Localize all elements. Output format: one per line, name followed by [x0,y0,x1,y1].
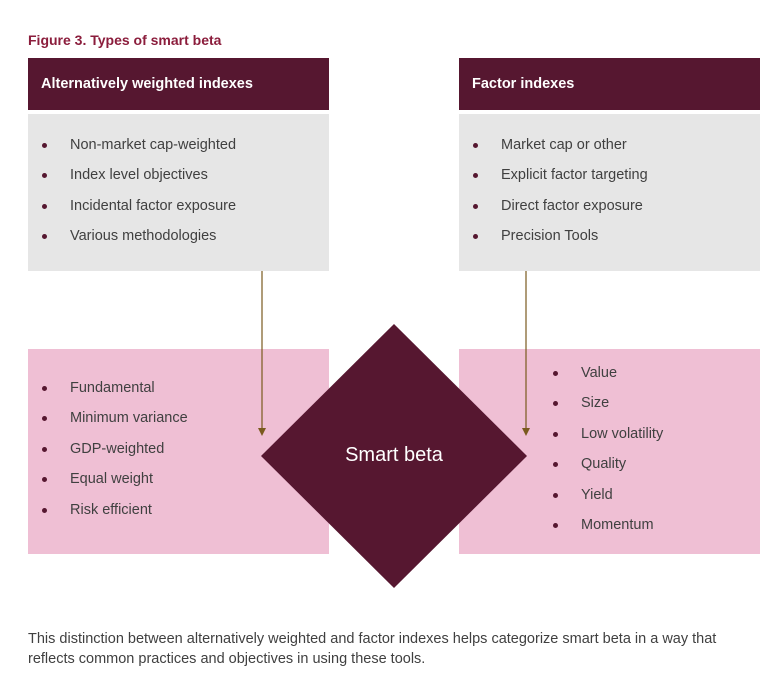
smart-beta-diamond [261,324,527,588]
list-item: Precision Tools [473,221,648,251]
alternatively-weighted-header: Alternatively weighted indexes [28,58,329,110]
list-item: Explicit factor targeting [473,160,648,190]
list-item: Various methodologies [42,221,236,251]
list-item: Incidental factor exposure [42,191,236,221]
list-item: Non-market cap-weighted [42,130,236,160]
list-item: Market cap or other [473,130,648,160]
list-item: Quality [553,449,663,479]
alternatively-weighted-examples-box: Fundamental Minimum variance GDP-weighte… [28,349,329,554]
list-item: GDP-weighted [42,434,188,464]
factor-indexes-traits-box: Market cap or other Explicit factor targ… [459,114,760,271]
list-item: Momentum [553,510,663,540]
list-item: Size [553,388,663,418]
alternatively-weighted-traits-box: Non-market cap-weighted Index level obje… [28,114,329,271]
figure-title: Figure 3. Types of smart beta [28,32,222,48]
list-item: Value [553,358,663,388]
list-item: Risk efficient [42,495,188,525]
smart-beta-label: Smart beta [345,444,443,466]
caption: This distinction between alternatively w… [28,631,717,667]
list-item: Yield [553,480,663,510]
list-item: Fundamental [42,373,188,403]
factor-indexes-header-label: Factor indexes [472,76,575,92]
alternatively-weighted-traits-list: Non-market cap-weighted Index level obje… [42,130,236,252]
alternatively-weighted-examples-list: Fundamental Minimum variance GDP-weighte… [42,373,188,525]
alternatively-weighted-header-label: Alternatively weighted indexes [41,76,253,92]
list-item: Low volatility [553,419,663,449]
list-item: Index level objectives [42,160,236,190]
list-item: Equal weight [42,464,188,494]
factor-indexes-examples-list: Value Size Low volatility Quality Yield … [553,358,663,540]
factor-indexes-traits-list: Market cap or other Explicit factor targ… [473,130,648,252]
factor-indexes-header: Factor indexes [459,58,760,110]
list-item: Direct factor exposure [473,191,648,221]
list-item: Minimum variance [42,403,188,433]
